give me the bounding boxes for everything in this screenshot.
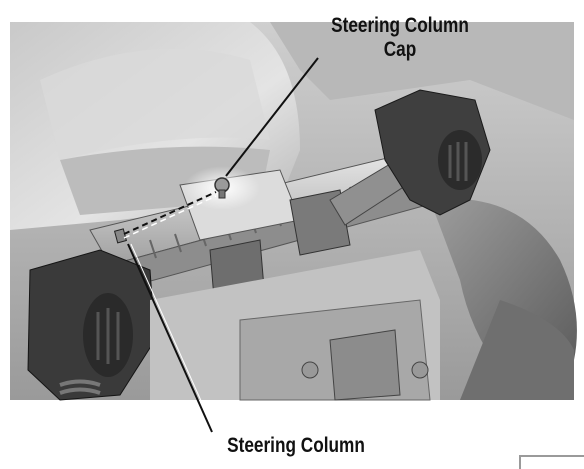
steering-column-cap-label-line-2: Cap (383, 38, 417, 61)
steering-column-cap-label-line-1: Steering Column (331, 14, 469, 37)
steering-column-label-text: Steering Column (227, 434, 365, 457)
cap-leader-line (225, 57, 319, 177)
column-leader-line (127, 243, 213, 433)
column-leader-line-halo (130, 243, 216, 433)
frame-corner (519, 455, 584, 469)
spring (59, 379, 101, 395)
alignment-dashed-line-outline (123, 195, 217, 239)
steering-bar (89, 139, 446, 311)
steering-column-cap-label: Steering Column Cap (318, 14, 482, 62)
right-knuckle (374, 89, 491, 216)
alignment-dashed-line (123, 191, 217, 235)
steering-column-label: Steering Column (214, 434, 378, 458)
left-knuckle (27, 249, 156, 401)
lower-housing (150, 250, 440, 401)
steering-column-cap-part (184, 166, 260, 210)
right-fender (430, 198, 577, 400)
